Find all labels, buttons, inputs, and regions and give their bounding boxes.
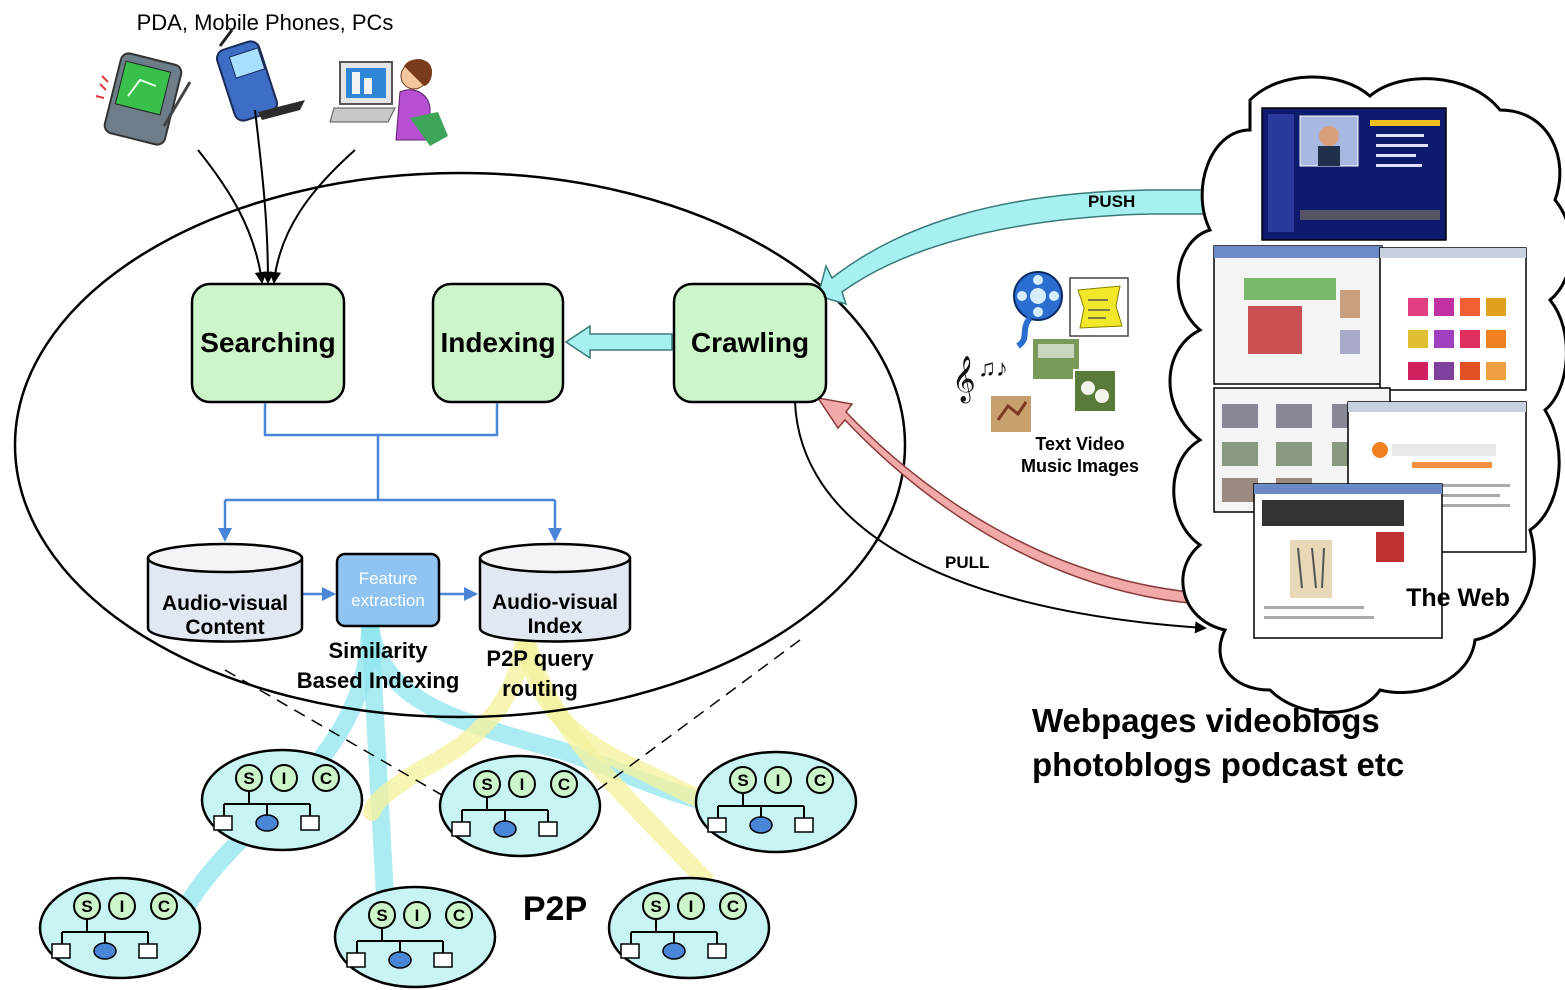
flickr-page-thumb <box>1379 247 1527 391</box>
svg-text:𝄞: 𝄞 <box>952 356 976 404</box>
music-notes-icon: 𝄞 ♫♪ <box>952 355 1008 404</box>
svg-text:S: S <box>376 906 387 925</box>
device-arrows <box>197 109 356 284</box>
svg-text:C: C <box>727 897 739 916</box>
audio-visual-index-store: Audio-visual Index <box>478 542 632 643</box>
svg-text:Index: Index <box>528 615 583 638</box>
svg-text:I: I <box>415 906 420 925</box>
similarity-caption-1: Similarity <box>328 638 428 663</box>
svg-text:C: C <box>158 897 170 916</box>
web-description-1: Webpages videoblogs <box>1032 702 1380 739</box>
photo-icons <box>989 337 1117 434</box>
p2p-label: P2P <box>523 890 587 928</box>
indexing-module: Indexing <box>431 282 565 404</box>
svg-text:Content: Content <box>185 616 264 639</box>
pc-user-icon <box>329 59 448 146</box>
svg-text:♫♪: ♫♪ <box>978 355 1008 382</box>
svg-text:Indexing: Indexing <box>440 327 555 358</box>
svg-text:I: I <box>689 897 694 916</box>
svg-text:S: S <box>737 771 748 790</box>
svg-text:I: I <box>282 769 287 788</box>
text-note-icon <box>1069 277 1129 337</box>
film-reel-icon <box>1013 271 1063 349</box>
pull-label: PULL <box>945 553 989 572</box>
svg-text:I: I <box>520 775 525 794</box>
svg-text:I: I <box>120 897 125 916</box>
devices-label: PDA, Mobile Phones, PCs <box>137 10 394 35</box>
svg-text:C: C <box>558 775 570 794</box>
p2p-query-caption-1: P2P query <box>486 646 594 671</box>
svg-text:extraction: extraction <box>351 591 425 610</box>
crawling-module: Crawling <box>672 282 828 404</box>
query-routing-flow <box>363 621 714 889</box>
push-arrow <box>817 189 1211 306</box>
the-web-label: The Web <box>1406 584 1510 612</box>
svg-text:S: S <box>650 897 661 916</box>
svg-text:Searching: Searching <box>200 327 335 358</box>
push-label: PUSH <box>1088 192 1135 211</box>
pull-arrow <box>816 396 1223 605</box>
pull-return-arrow <box>794 401 1207 634</box>
svg-text:Crawling: Crawling <box>691 327 809 358</box>
web-description-2: photoblogs podcast etc <box>1032 746 1404 783</box>
media-caption-2: Music Images <box>1021 456 1139 476</box>
similarity-caption-2: Based Indexing <box>297 668 460 693</box>
mobile-phone-icon <box>215 29 305 122</box>
svg-text:Feature: Feature <box>359 569 418 588</box>
p2p-query-caption-2: routing <box>502 676 578 701</box>
feature-extraction-box: Feature extraction <box>335 552 441 628</box>
video-page-thumb <box>1261 107 1447 241</box>
media-icons: 𝄞 ♫♪ <box>952 271 1129 434</box>
svg-text:Audio-visual: Audio-visual <box>162 592 288 615</box>
svg-text:S: S <box>481 775 492 794</box>
svg-text:I: I <box>776 771 781 790</box>
pda-icon <box>95 52 192 146</box>
svg-text:S: S <box>81 897 92 916</box>
module-connectors <box>218 403 562 601</box>
blog-page-thumb <box>1253 483 1443 639</box>
svg-text:C: C <box>453 906 465 925</box>
svg-text:C: C <box>320 769 332 788</box>
svg-text:C: C <box>814 771 826 790</box>
crawl-to-index-arrow <box>564 324 673 360</box>
searching-module: Searching <box>190 282 346 404</box>
system-boundary <box>13 171 907 719</box>
svg-text:S: S <box>243 769 254 788</box>
audio-visual-content-store: Audio-visual Content <box>146 542 304 643</box>
media-caption-1: Text Video <box>1035 434 1124 454</box>
svg-text:Audio-visual: Audio-visual <box>492 591 618 614</box>
web-screenshots <box>1213 107 1527 639</box>
news-page-thumb <box>1213 245 1383 385</box>
